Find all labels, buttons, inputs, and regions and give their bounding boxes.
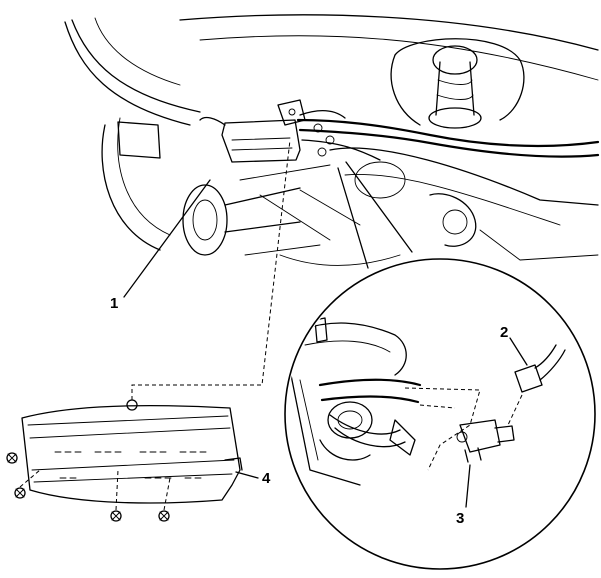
magnify-leader-left: [337, 167, 369, 269]
leader-4: [235, 471, 259, 479]
assembly-guide-line: [131, 139, 291, 400]
detail-magnified-view: [284, 258, 596, 570]
vehicle-underbody: [64, 14, 599, 266]
callout-1: 1: [110, 295, 118, 312]
magnify-leader-right: [345, 161, 413, 253]
bolt-4: [158, 510, 170, 522]
fasteners: [6, 452, 171, 522]
cover-panel-exploded: [21, 399, 243, 504]
callout-2: 2: [500, 324, 508, 341]
leader-2: [509, 337, 528, 366]
callout-3: 3: [456, 510, 464, 527]
callout-4: 4: [262, 470, 271, 487]
bolt-3: [110, 510, 122, 522]
leader-3: [465, 464, 471, 508]
bolt-1: [6, 452, 18, 464]
bolt-2: [14, 487, 26, 499]
component-on-vehicle: [199, 99, 600, 163]
leader-1: [123, 179, 211, 298]
